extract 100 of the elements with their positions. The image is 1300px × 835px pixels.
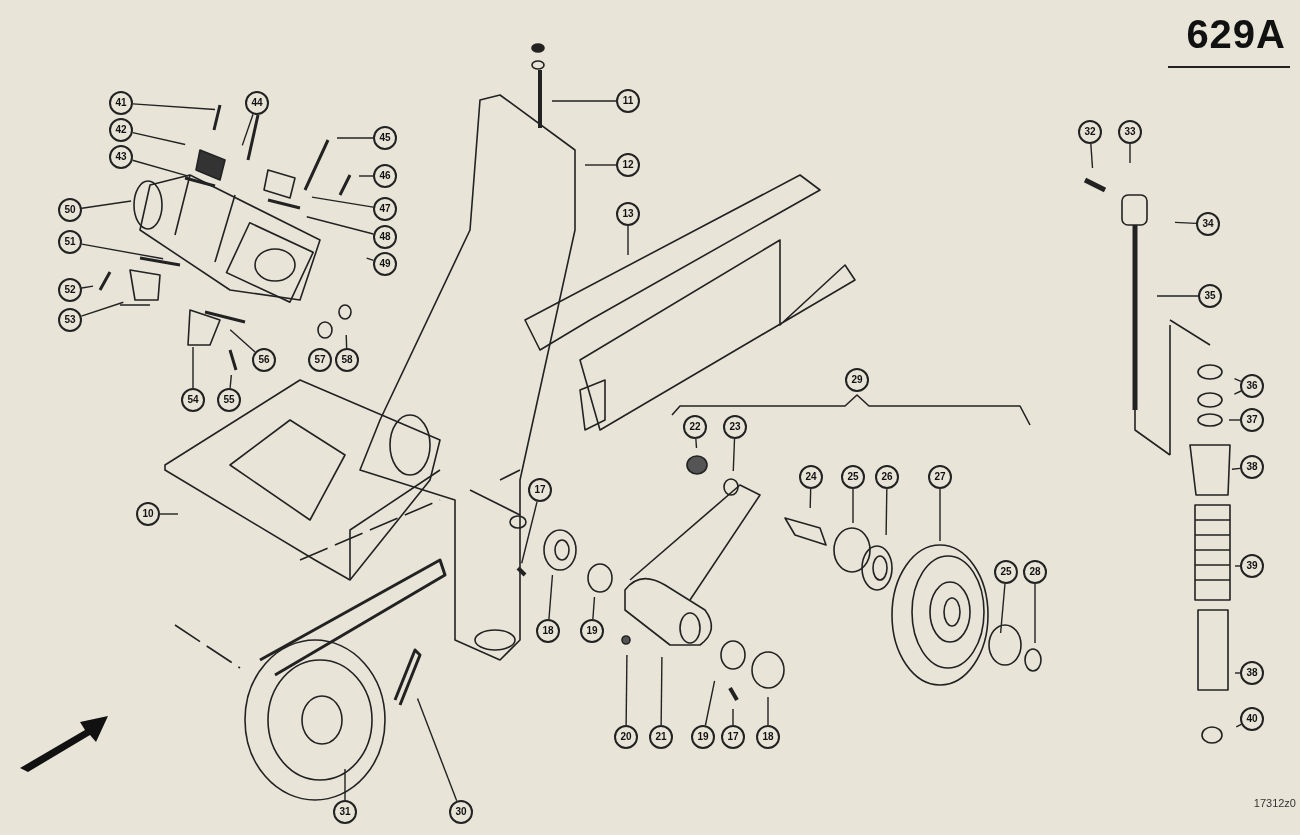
callout-number: 58 xyxy=(335,348,359,372)
callout-number: 23 xyxy=(723,415,747,439)
leader-line xyxy=(592,596,596,620)
leader-line xyxy=(1233,378,1242,383)
leader-line xyxy=(132,103,216,111)
callout-number: 20 xyxy=(614,725,638,749)
callout-number: 30 xyxy=(449,800,473,824)
callout-number: 46 xyxy=(373,164,397,188)
page-number: 629A xyxy=(1186,12,1286,57)
callout-number: 19 xyxy=(691,725,715,749)
leader-line xyxy=(939,488,941,542)
callout-number: 42 xyxy=(109,118,133,142)
callout-number: 36 xyxy=(1240,374,1264,398)
leader-line xyxy=(306,216,375,235)
leader-line xyxy=(192,346,194,389)
leader-line xyxy=(660,656,663,726)
leader-line xyxy=(732,438,736,472)
callout-number: 13 xyxy=(616,202,640,226)
leader-line xyxy=(1234,565,1241,567)
leader-line xyxy=(1129,143,1131,164)
callout-number: 28 xyxy=(1023,560,1047,584)
callout-number: 43 xyxy=(109,145,133,169)
callout-number: 53 xyxy=(58,308,82,332)
callout-number: 51 xyxy=(58,230,82,254)
callout-number: 44 xyxy=(245,91,269,115)
leader-line xyxy=(336,137,374,139)
callout-number: 24 xyxy=(799,465,823,489)
callout-number: 48 xyxy=(373,225,397,249)
callout-number: 32 xyxy=(1078,120,1102,144)
callout-number: 38 xyxy=(1240,455,1264,479)
leader-line xyxy=(1233,390,1242,395)
leader-line xyxy=(132,131,186,146)
leader-line xyxy=(521,500,538,564)
leader-line xyxy=(1231,467,1241,470)
leader-line xyxy=(548,574,554,620)
callout-number: 41 xyxy=(109,91,133,115)
callout-number: 10 xyxy=(136,502,160,526)
callout-number: 33 xyxy=(1118,120,1142,144)
callout-number: 27 xyxy=(928,465,952,489)
leader-line xyxy=(81,243,164,260)
callout-number: 52 xyxy=(58,278,82,302)
callout-number: 18 xyxy=(756,725,780,749)
leader-line xyxy=(229,374,233,389)
callout-number: 40 xyxy=(1240,707,1264,731)
leader-line xyxy=(704,680,716,726)
callout-number: 35 xyxy=(1198,284,1222,308)
leader-line xyxy=(1156,295,1199,297)
callout-number: 47 xyxy=(373,197,397,221)
leader-line xyxy=(625,654,628,726)
leader-line xyxy=(365,257,375,262)
callout-number: 54 xyxy=(181,388,205,412)
callout-number: 22 xyxy=(683,415,707,439)
leader-line xyxy=(809,488,812,509)
callout-number: 39 xyxy=(1240,554,1264,578)
leader-line xyxy=(1034,583,1036,644)
callout-number: 56 xyxy=(252,348,276,372)
leader-line xyxy=(551,100,617,102)
leader-line xyxy=(999,583,1006,634)
callout-number: 18 xyxy=(536,619,560,643)
leader-line xyxy=(695,438,698,449)
callout-number: 25 xyxy=(994,560,1018,584)
leader-line xyxy=(767,696,769,726)
leader-line xyxy=(81,200,132,209)
callout-number: 31 xyxy=(333,800,357,824)
callout-number: 11 xyxy=(616,89,640,113)
callout-number: 25 xyxy=(841,465,865,489)
callout-number: 17 xyxy=(721,725,745,749)
leader-line xyxy=(1235,723,1242,728)
callout-number: 34 xyxy=(1196,212,1220,236)
leader-line xyxy=(131,159,189,177)
callout-number: 17 xyxy=(528,478,552,502)
leader-line xyxy=(1234,672,1241,674)
leader-line xyxy=(852,488,854,524)
leader-line xyxy=(416,697,458,802)
callout-number: 38 xyxy=(1240,661,1264,685)
callout-number: 45 xyxy=(373,126,397,150)
leader-line xyxy=(584,164,617,166)
leader-line xyxy=(159,513,179,515)
callout-number: 57 xyxy=(308,348,332,372)
callout-number: 12 xyxy=(616,153,640,177)
callout-number: 29 xyxy=(845,368,869,392)
callout-number: 26 xyxy=(875,465,899,489)
leader-line xyxy=(732,708,734,726)
leader-line xyxy=(1174,221,1197,225)
leader-line xyxy=(1090,143,1094,169)
leader-line xyxy=(358,175,374,177)
drawing-number: 17312z0 xyxy=(1253,797,1296,809)
leader-line xyxy=(1228,419,1241,421)
callout-number: 19 xyxy=(580,619,604,643)
leader-line xyxy=(229,329,256,353)
callout-number: 50 xyxy=(58,198,82,222)
leader-line xyxy=(241,113,254,147)
leader-line xyxy=(80,301,125,317)
leader-line xyxy=(627,225,629,256)
callout-number: 21 xyxy=(649,725,673,749)
leader-line xyxy=(311,196,374,208)
callout-number: 37 xyxy=(1240,408,1264,432)
leader-line xyxy=(885,488,888,536)
leader-line xyxy=(344,768,346,801)
callout-number: 49 xyxy=(373,252,397,276)
